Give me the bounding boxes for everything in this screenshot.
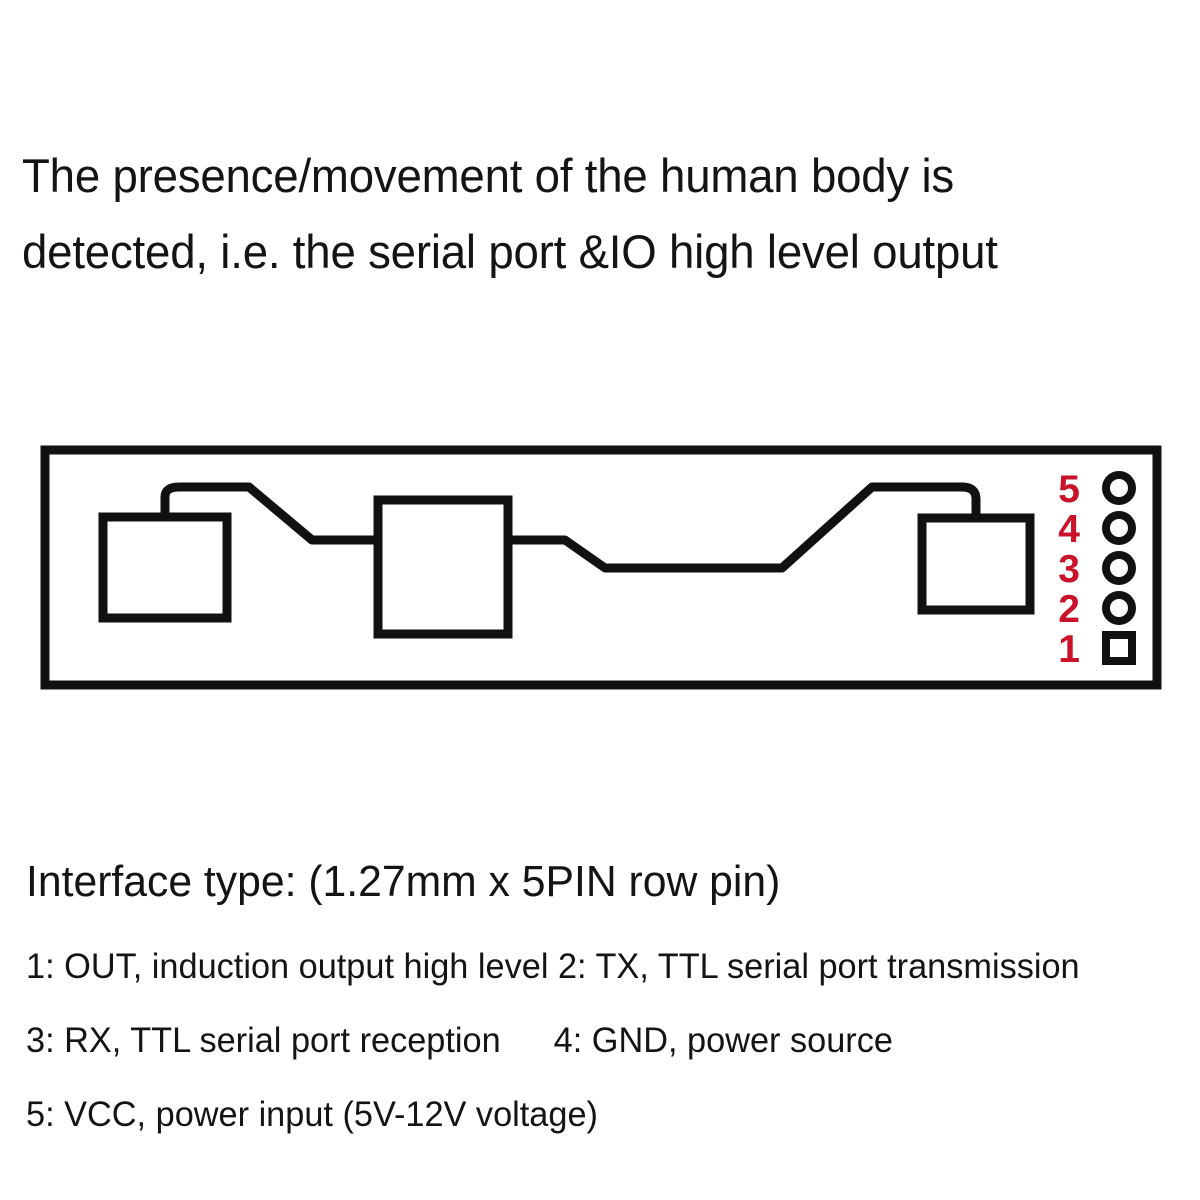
center-component-square — [373, 495, 513, 639]
description-line-1: The presence/movement of the human body … — [22, 149, 955, 202]
specs-block: Interface type: (1.27mm x 5PIN row pin) … — [26, 852, 1186, 1152]
pin-spec-line-2-left: 3: RX, TTL serial port reception — [26, 1021, 501, 1060]
pin-number-3: 3 — [1058, 548, 1080, 591]
trace-center-to-right — [508, 482, 981, 573]
pin-spec-line-3: 5: VCC, power input (5V-12V voltage) — [26, 1078, 1163, 1152]
left-component-square — [98, 512, 232, 623]
pin-spec-line-3-text: 5: VCC, power input (5V-12V voltage) — [26, 1095, 598, 1134]
pin-pad-1 — [1102, 631, 1136, 665]
pin-number-1: 1 — [1058, 628, 1080, 671]
pin-number-5: 5 — [1058, 468, 1080, 511]
right-component-square — [917, 513, 1035, 615]
pin-pad-2 — [1102, 591, 1136, 625]
pin-spec-line-1: 1: OUT, induction output high level 2: T… — [26, 930, 1163, 1004]
interface-type-title: Interface type: (1.27mm x 5PIN row pin) — [26, 857, 781, 906]
pin-pad-4 — [1102, 511, 1136, 545]
pin-spec-line-2: 3: RX, TTL serial port reception 4: GND, … — [26, 1004, 1163, 1078]
pin-pad-3 — [1102, 551, 1136, 585]
pin-pad-5 — [1102, 471, 1136, 505]
pin-spec-line-1-text: 1: OUT, induction output high level 2: T… — [26, 947, 1080, 986]
description-block: The presence/movement of the human body … — [22, 138, 1182, 290]
description-line-2: detected, i.e. the serial port &IO high … — [22, 225, 998, 278]
trace-left-to-center — [160, 482, 378, 545]
pin-number-4: 4 — [1058, 508, 1080, 551]
pin-spec-line-2-right: 4: GND, power source — [553, 1021, 893, 1060]
pin-number-2: 2 — [1058, 588, 1080, 631]
